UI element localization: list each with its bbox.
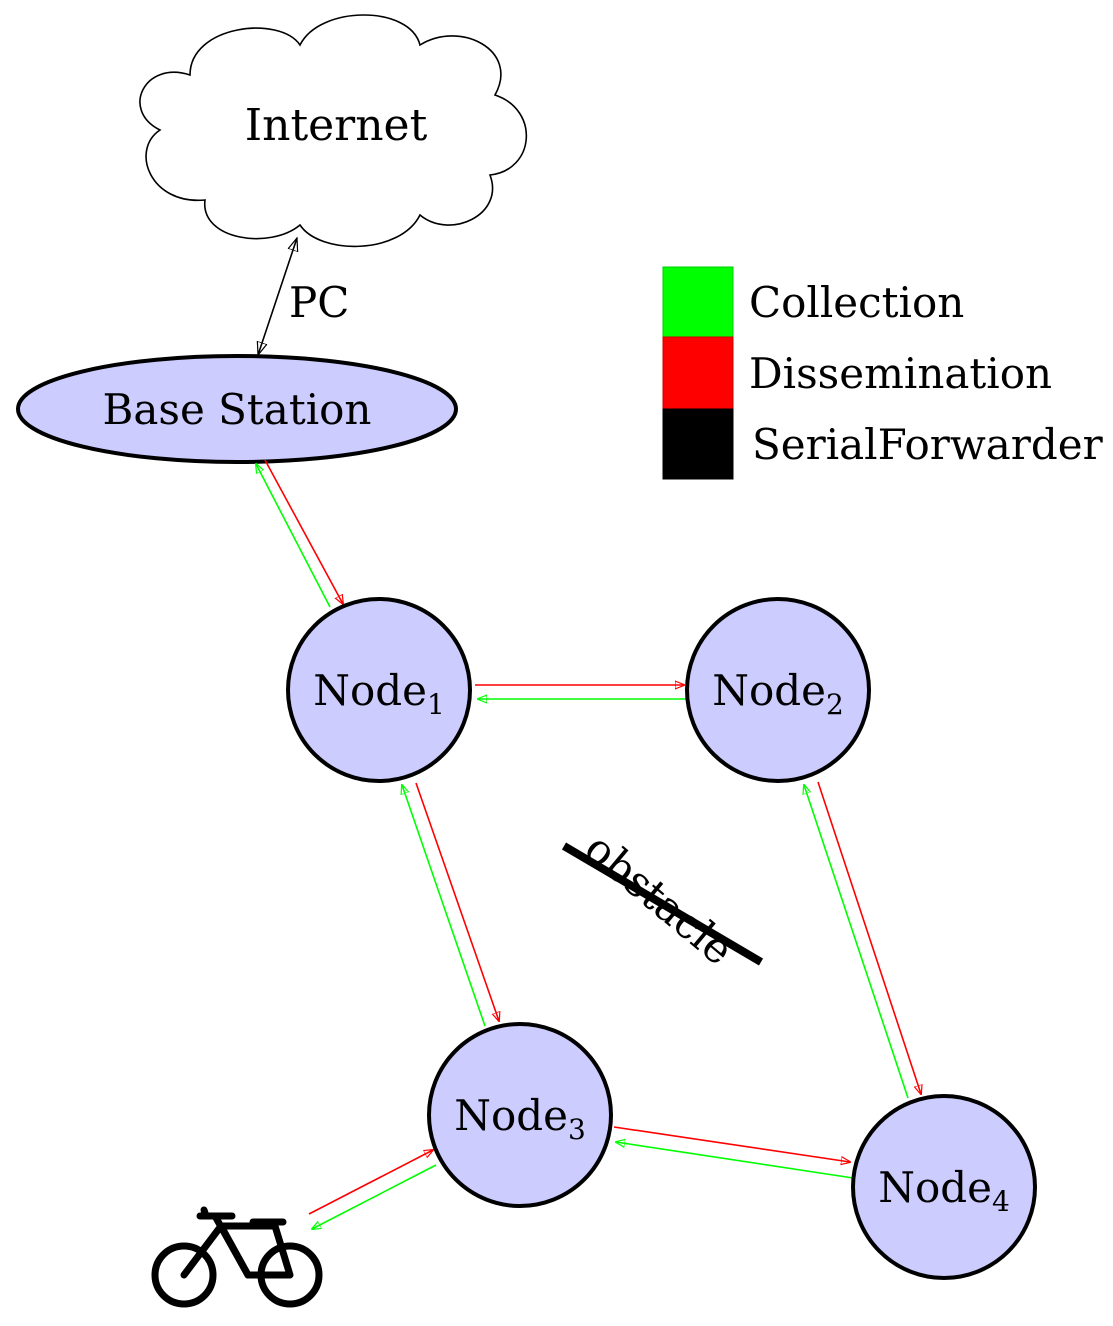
dissemination-arrow [415,782,499,1021]
svg-text:Node1: Node1 [313,666,445,721]
legend-label-serialforwarder: SerialForwarder [752,420,1104,469]
legend-swatch-collection [662,266,734,338]
bicycle-icon[interactable] [151,1206,323,1308]
links [256,459,921,1229]
node-circle [286,597,472,783]
svg-text:Node4: Node4 [878,1163,1010,1218]
dissemination-arrow [264,459,343,604]
legend-label-collection: Collection [749,278,964,327]
dissemination-arrow [308,1150,433,1215]
cloud-icon [139,14,528,248]
node-circle [427,1022,613,1208]
collection-arrow [312,1164,437,1229]
obstacle-label: obstacle [576,823,743,975]
dissemination-arrow [613,1126,850,1162]
node-label: Node [878,1163,992,1212]
svg-text:Node3: Node3 [454,1091,586,1146]
node-1[interactable]: Node1 [286,597,472,783]
internet-cloud[interactable]: Internet [139,14,528,248]
collection-arrow [256,464,331,608]
node-2[interactable]: Node2 [685,597,871,783]
dissemination-arrow [817,781,921,1094]
obstacle: obstacle [561,823,764,975]
legend-label-dissemination: Dissemination [749,349,1052,398]
base-station-label: Base Station [102,385,371,434]
legend-swatch-dissemination [662,336,734,410]
node-4[interactable]: Node4 [851,1094,1037,1280]
legend: Collection Dissemination SerialForwarder [662,266,1104,480]
node-label: Node [313,666,427,715]
node-subscript: 1 [427,688,445,721]
pc-link-arrow [258,238,297,355]
legend-swatch-serialforwarder [662,408,734,480]
collection-arrow [616,1142,854,1179]
base-station[interactable]: Base Station [16,354,458,464]
node-label: Node [712,666,826,715]
node-subscript: 2 [826,688,844,721]
node-circle [685,597,871,783]
node-circle [851,1094,1037,1280]
obstacle-bar [561,842,764,966]
cloud-label: Internet [245,100,428,151]
node-3[interactable]: Node3 [427,1022,613,1208]
collection-arrow [402,785,486,1027]
node-subscript: 4 [992,1185,1010,1218]
base-station-shape [16,354,458,464]
collection-arrow [804,785,909,1099]
pc-link-label: PC [289,278,349,327]
node-label: Node [454,1091,568,1140]
node-subscript: 3 [568,1113,586,1146]
svg-text:Node2: Node2 [712,666,844,721]
